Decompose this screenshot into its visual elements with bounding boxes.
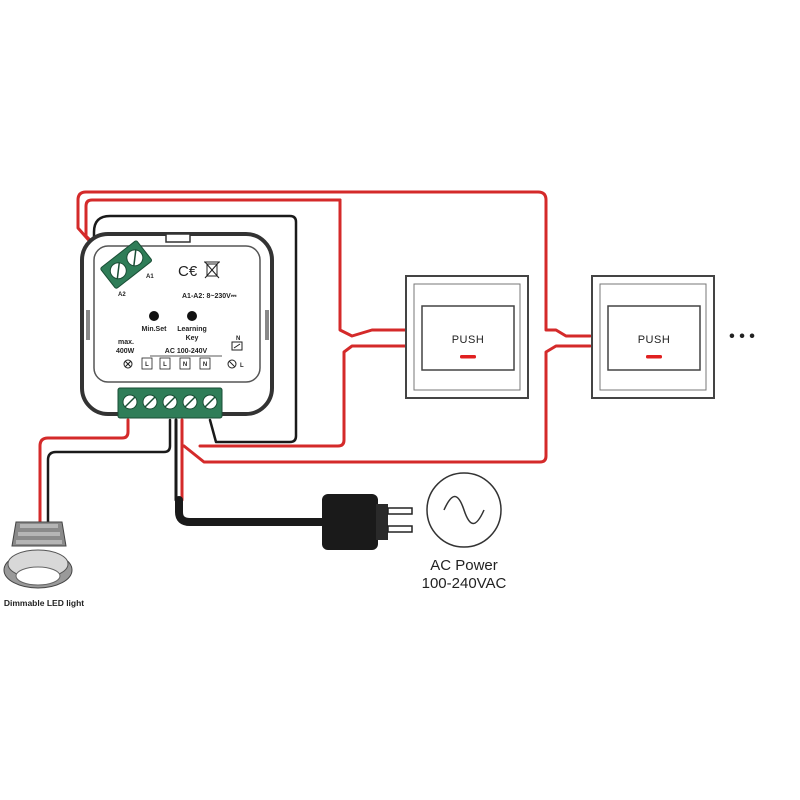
indicator-led [460, 355, 476, 359]
max-power-value: 400W [116, 348, 135, 355]
push-label: PUSH [452, 334, 485, 346]
output-terminal-block [117, 387, 223, 419]
terminal-label-box [199, 357, 211, 370]
learning-key-label: Learning [177, 326, 207, 333]
red-wire-a2 [84, 198, 342, 270]
learning-key-label-2: Key [186, 335, 199, 342]
red-wire-a1 [76, 190, 592, 338]
black-wire-loop [92, 214, 298, 444]
red-wire-switch-return-1 [198, 344, 408, 448]
terminal-label-l1: L [145, 362, 149, 368]
terminal-label-box [179, 357, 191, 370]
terminal-label-n2: N [203, 362, 207, 368]
min-set-label: Min.Set [142, 326, 168, 333]
dimmer-controller: A2 A1 C€ A1-A2: 8~230V⎓ Min.Set Learning… [80, 232, 274, 419]
power-plug-icon [322, 494, 413, 550]
relay-output-icon [227, 359, 237, 369]
led-wire-red [38, 418, 130, 524]
push-button[interactable] [607, 305, 701, 371]
relay-symbol-icon [231, 341, 243, 351]
output-symbol-icon [123, 359, 133, 369]
weee-bin-icon [204, 261, 220, 279]
wires [38, 190, 592, 526]
terminal-label-box [141, 357, 153, 370]
input-terminal-label-a2: A2 [118, 292, 126, 298]
side-vent [86, 310, 90, 340]
cert-marks: C€ [178, 263, 198, 280]
side-vent [265, 310, 269, 340]
more-switches-indicator: • • • [729, 328, 755, 345]
push-label: PUSH [638, 334, 671, 346]
red-wire-a1-branch [338, 198, 408, 338]
downlight-icon [3, 521, 73, 589]
terminal-label-n1: N [183, 362, 187, 368]
indicator-led [646, 355, 662, 359]
relay-label-n: N [236, 336, 240, 342]
controller-inner [93, 245, 261, 383]
input-terminal-block [100, 240, 152, 289]
terminal-label-l2: L [163, 362, 167, 368]
input-rating: A1-A2: 8~230V⎓ [182, 293, 237, 300]
push-switch-2: PUSH [591, 275, 715, 399]
push-switch-1: PUSH [405, 275, 529, 399]
ac-power-title: AC Power [430, 557, 498, 574]
ac-power-range: 100-240VAC [422, 575, 507, 592]
sine-wave-icon [426, 472, 502, 548]
max-power-label: max. [118, 339, 134, 346]
min-set-button[interactable] [149, 311, 159, 321]
power-cable [175, 496, 326, 526]
input-terminal-label-a1: A1 [146, 274, 154, 280]
red-wire-switch-return-2 [182, 344, 592, 464]
learning-key-button[interactable] [187, 311, 197, 321]
controller-top-notch [165, 233, 191, 243]
led-wire-black [46, 418, 172, 524]
led-light-label: Dimmable LED light [4, 598, 84, 608]
relay-label-l: L [240, 363, 244, 369]
push-button[interactable] [421, 305, 515, 371]
ac-range-label: AC 100-240V [165, 348, 208, 355]
terminal-label-box [159, 357, 171, 370]
